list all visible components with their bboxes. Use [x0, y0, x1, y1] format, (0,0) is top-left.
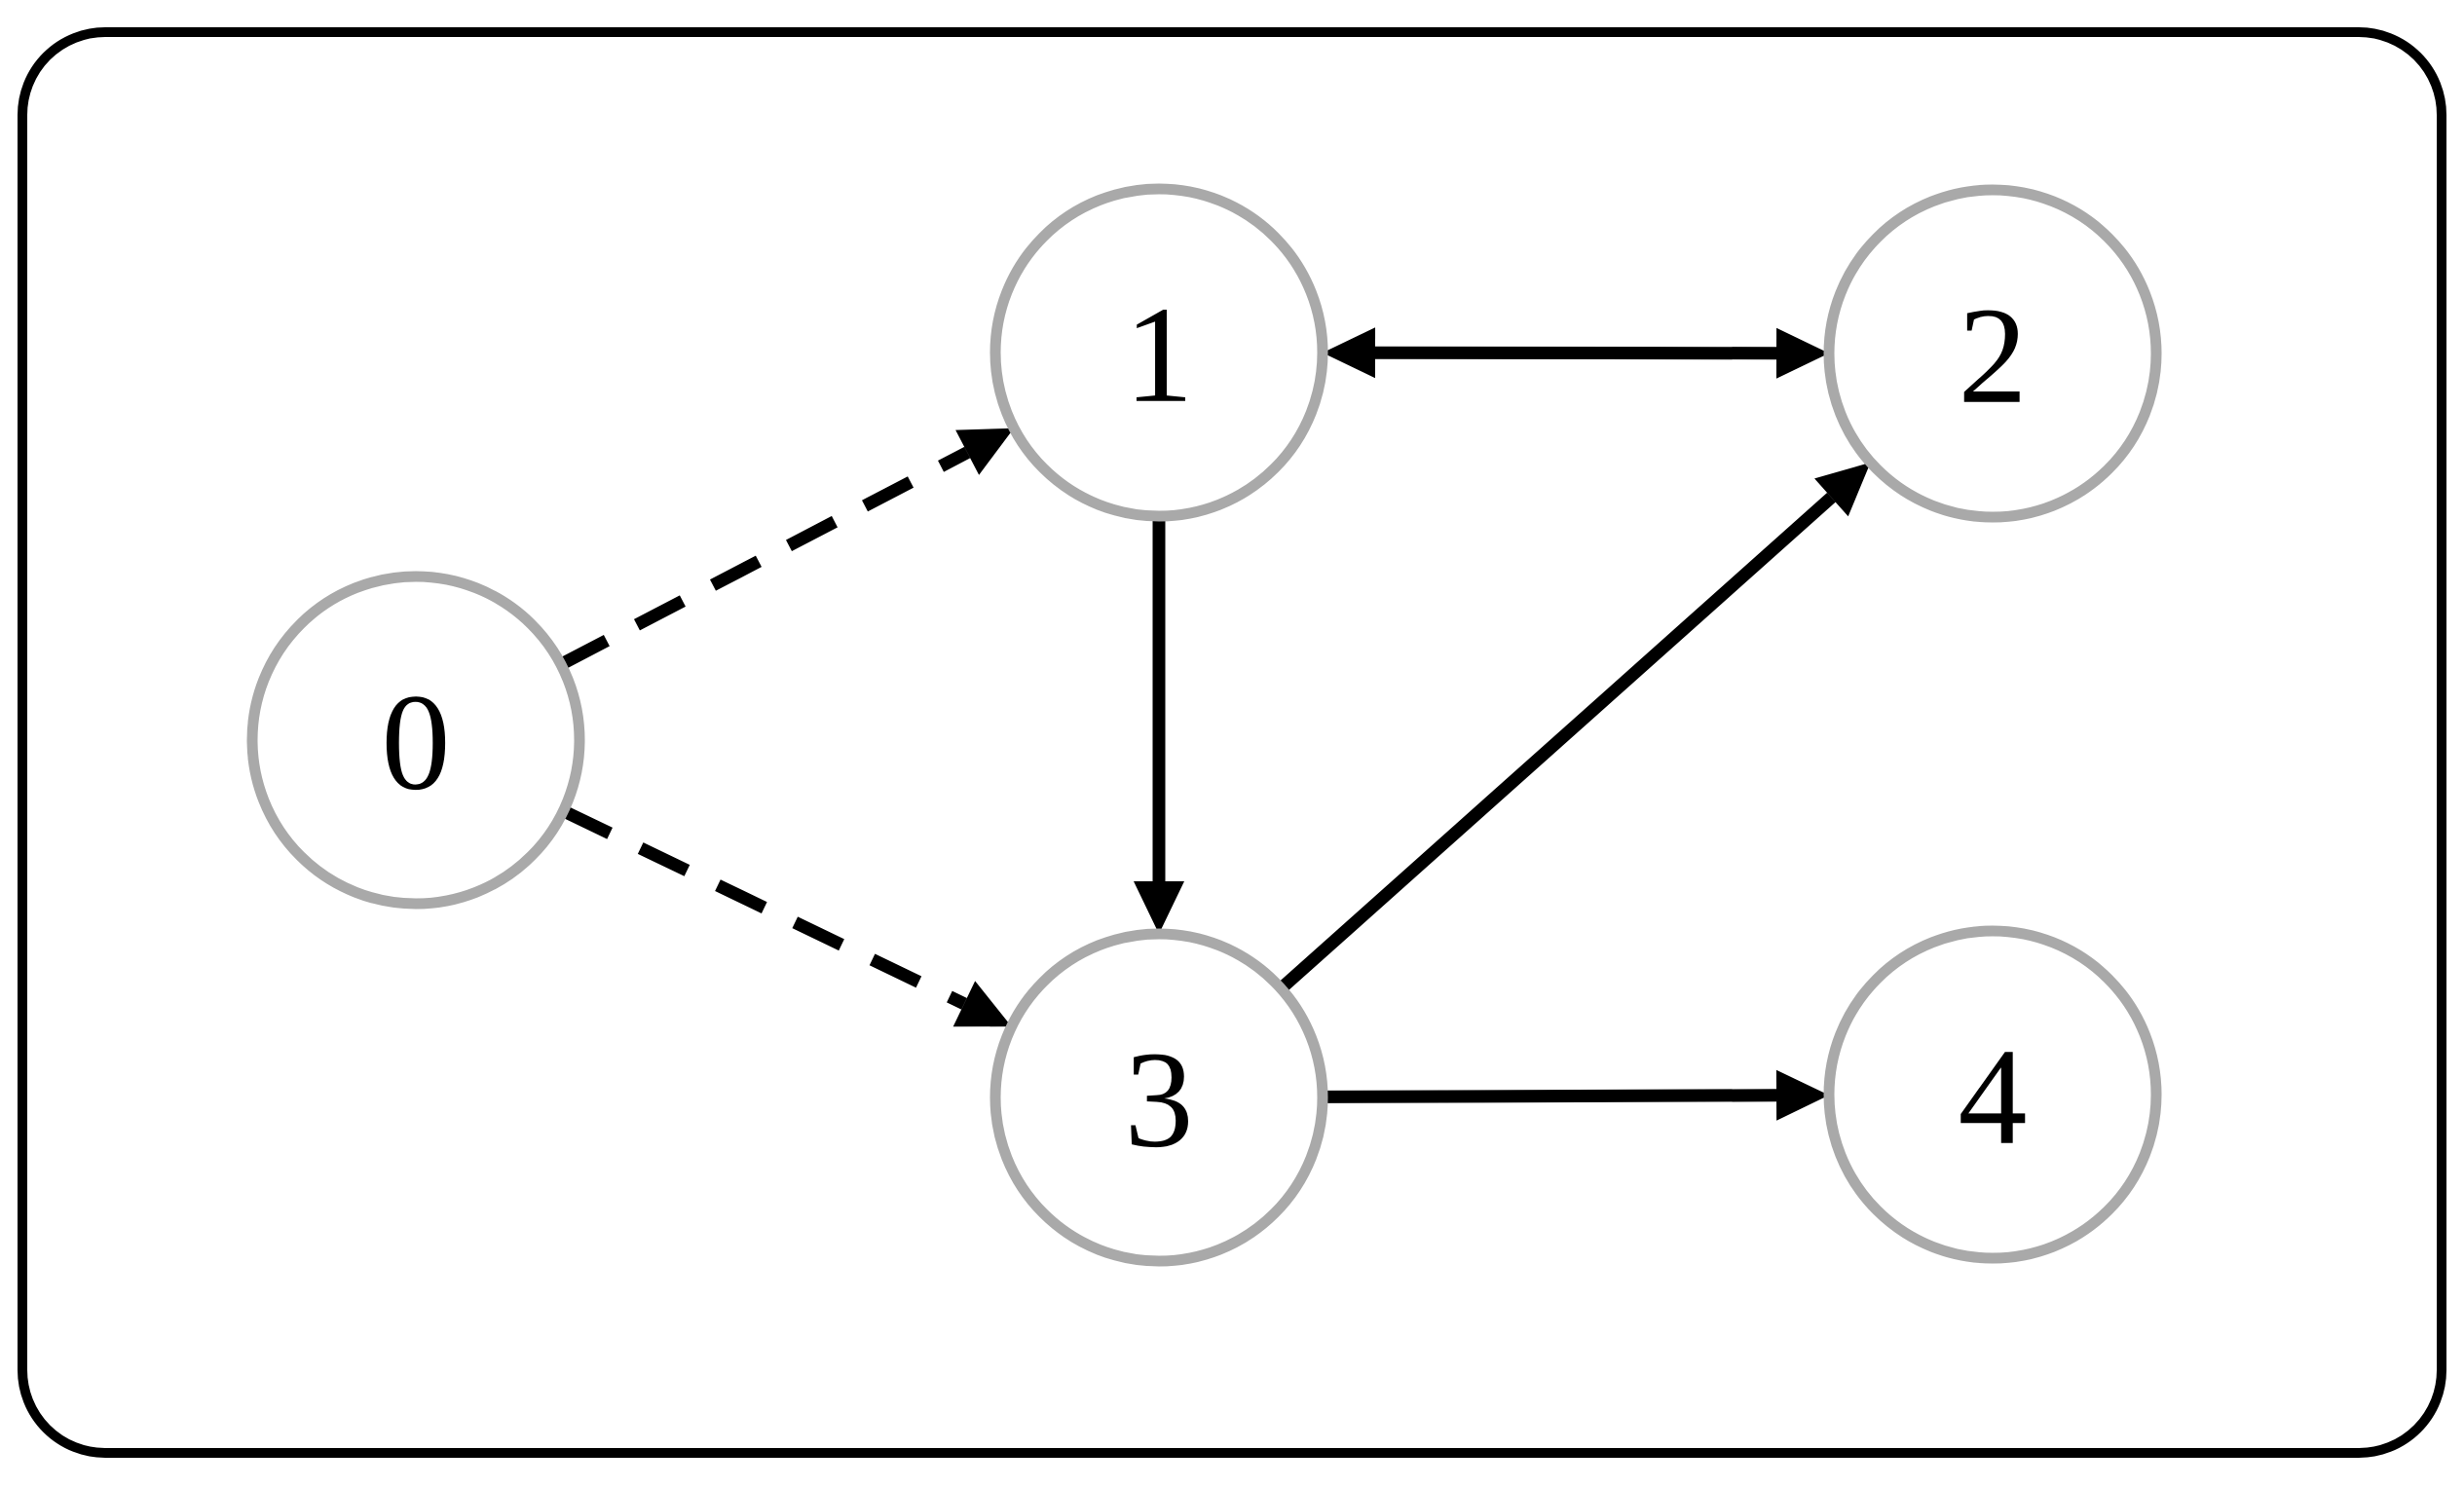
edge-line-3-2 — [1277, 492, 1836, 993]
node-circle-1 — [989, 183, 1328, 522]
node-0: 0 — [246, 571, 585, 910]
edge-line-0-1 — [557, 446, 971, 671]
node-3: 3 — [989, 928, 1328, 1267]
node-circle-3 — [989, 928, 1328, 1267]
edge-3-4 — [1322, 1069, 1830, 1121]
edge-0-3 — [560, 804, 1012, 1027]
node-label-2: 2 — [1959, 279, 2028, 432]
edge-line-3-4 — [1322, 1089, 1777, 1103]
arrowhead — [1814, 462, 1871, 517]
arrowhead — [955, 428, 1015, 475]
arrowhead — [1134, 881, 1184, 934]
node-circle-2 — [1823, 184, 2162, 523]
edge-line-0-3 — [560, 804, 967, 1010]
arrowhead — [1322, 327, 1376, 379]
node-label-1: 1 — [1125, 278, 1194, 431]
arrowhead — [1775, 1069, 1830, 1121]
edge-3-2 — [1277, 462, 1871, 993]
node-label-0: 0 — [382, 665, 451, 819]
node-circle-0 — [246, 571, 585, 910]
arrowhead — [952, 981, 1012, 1027]
node-4: 4 — [1823, 925, 2162, 1264]
node-label-3: 3 — [1125, 1022, 1194, 1176]
edge-1-2 — [1322, 327, 1830, 379]
outer-border — [18, 27, 2446, 1458]
node-1: 1 — [989, 183, 1328, 522]
edge-0-1 — [557, 428, 1015, 671]
node-2: 2 — [1823, 184, 2162, 523]
arrowhead — [1775, 327, 1830, 379]
edge-1-3 — [1134, 516, 1184, 934]
node-circle-4 — [1823, 925, 2162, 1264]
node-label-4: 4 — [1959, 1020, 2028, 1173]
